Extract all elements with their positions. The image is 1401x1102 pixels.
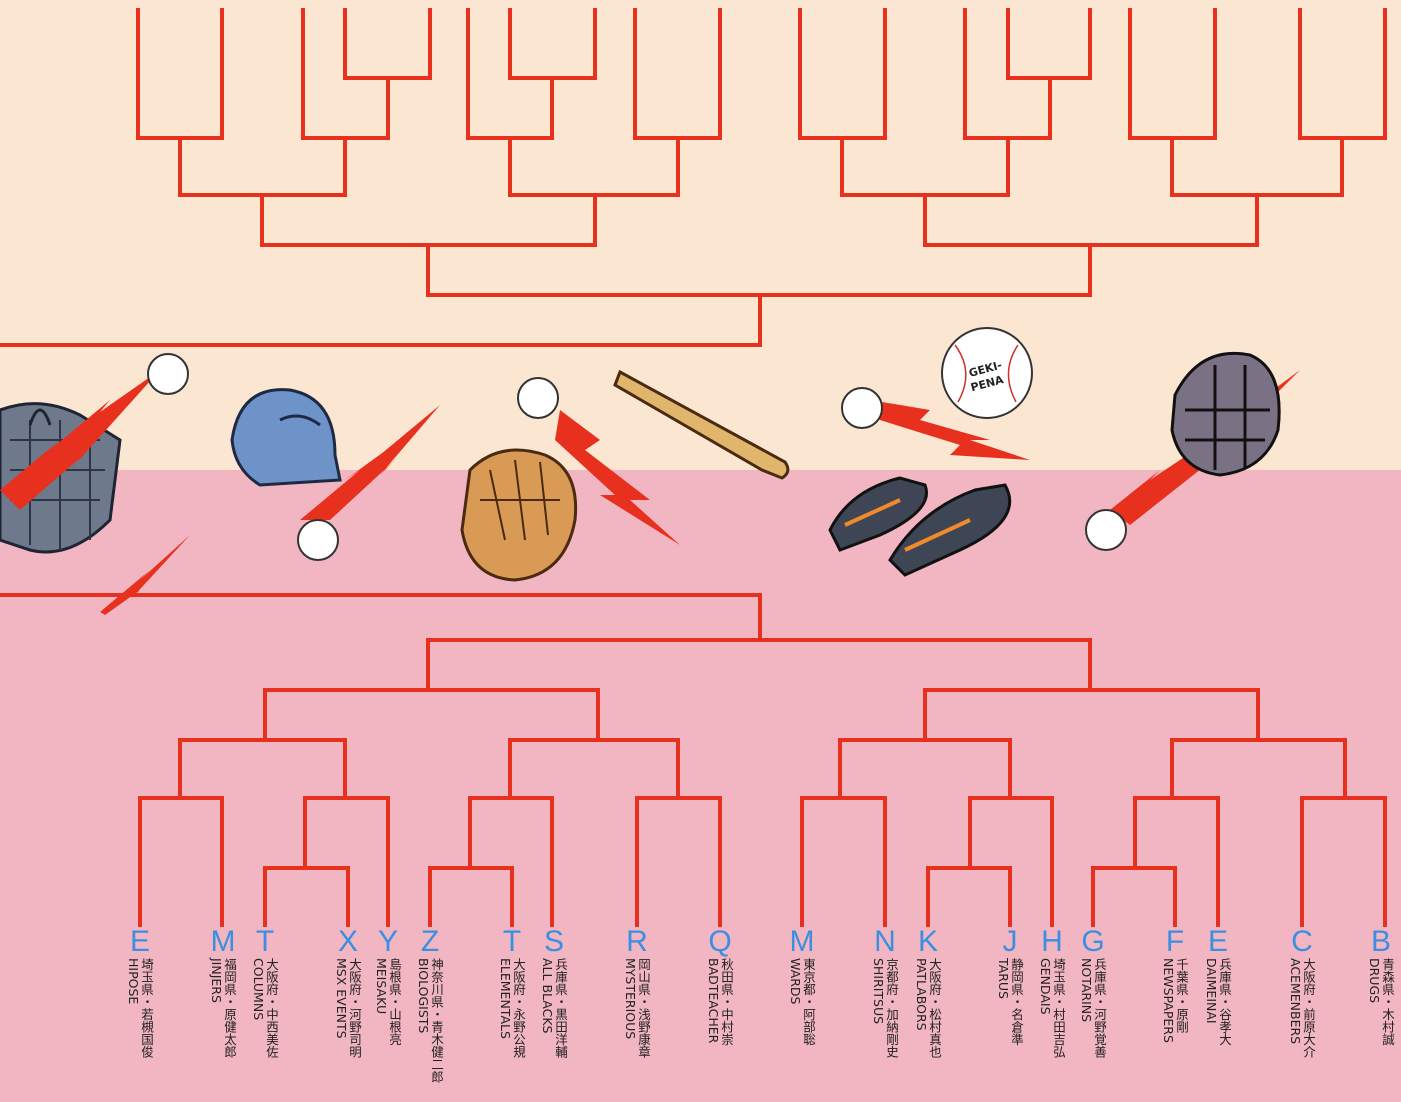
team-prefecture: 東京都・阿部聡: [802, 958, 815, 1046]
batting-helmet-illustration: [232, 390, 340, 485]
team-letter: Q: [700, 926, 740, 958]
team-letter: H: [1032, 926, 1072, 958]
team-letter: J: [990, 926, 1030, 958]
team-letter: T: [245, 926, 285, 958]
team-name: BADTEACHER: [707, 958, 720, 1046]
lower-bracket: [0, 595, 1385, 925]
team-letter: Y: [368, 926, 408, 958]
team-letter: E: [120, 926, 160, 958]
team-letter: M: [203, 926, 243, 958]
team-prefecture: 千葉県・原剛: [1175, 958, 1188, 1043]
team-letter: T: [492, 926, 532, 958]
baseball-bat-illustration: [615, 372, 788, 478]
team-letter: S: [534, 926, 574, 958]
team-letter: X: [328, 926, 368, 958]
baseball-glove-illustration: [462, 450, 576, 580]
upper-bracket: [0, 10, 1385, 345]
team-letter: C: [1282, 926, 1322, 958]
team-name: NEWSPAPERS: [1162, 958, 1175, 1043]
team-prefecture: 兵庫県・谷孝大: [1218, 958, 1231, 1046]
team-letter: K: [908, 926, 948, 958]
team-prefecture: 福岡県・原健太郎: [223, 958, 236, 1058]
team-prefecture: 京都府・加納剛史: [885, 958, 898, 1058]
team-prefecture: 大阪府・中西美佐: [265, 958, 278, 1058]
team-prefecture: 埼玉県・若槻国俊: [140, 958, 153, 1058]
team-prefecture: 大阪府・河野司明: [348, 958, 361, 1058]
team-prefecture: 大阪府・永野公規: [512, 958, 525, 1058]
team-prefecture: 兵庫県・黒田洋輔: [554, 958, 567, 1058]
team-prefecture: 神奈川県・青木健二郎: [430, 958, 443, 1083]
team-prefecture: 青森県・木村誠: [1381, 958, 1394, 1046]
team-letter: Z: [410, 926, 450, 958]
team-letter: M: [782, 926, 822, 958]
cleats-illustration: [830, 478, 1010, 575]
team-prefecture: 島根県・山根亮: [388, 958, 401, 1046]
team-letter: E: [1198, 926, 1238, 958]
team-prefecture: 兵庫県・河野覚善: [1093, 958, 1106, 1058]
catcher-mask-illustration: [1172, 353, 1279, 475]
team-letter: R: [617, 926, 657, 958]
team-prefecture: 秋田県・中村崇: [720, 958, 733, 1046]
team-name: ACEMENBERS: [1289, 958, 1302, 1058]
team-letter: B: [1361, 926, 1401, 958]
team-prefecture: 大阪府・松村真也: [928, 958, 941, 1058]
team-prefecture: 埼玉県・村田吉弘: [1052, 958, 1065, 1058]
team-letter: F: [1155, 926, 1195, 958]
team-prefecture: 岡山県・浅野康章: [637, 958, 650, 1058]
team-letter: N: [865, 926, 905, 958]
team-letter: G: [1073, 926, 1113, 958]
team-prefecture: 静岡県・名倉準: [1010, 958, 1023, 1046]
team-prefecture: 大阪府・前原大介: [1302, 958, 1315, 1058]
